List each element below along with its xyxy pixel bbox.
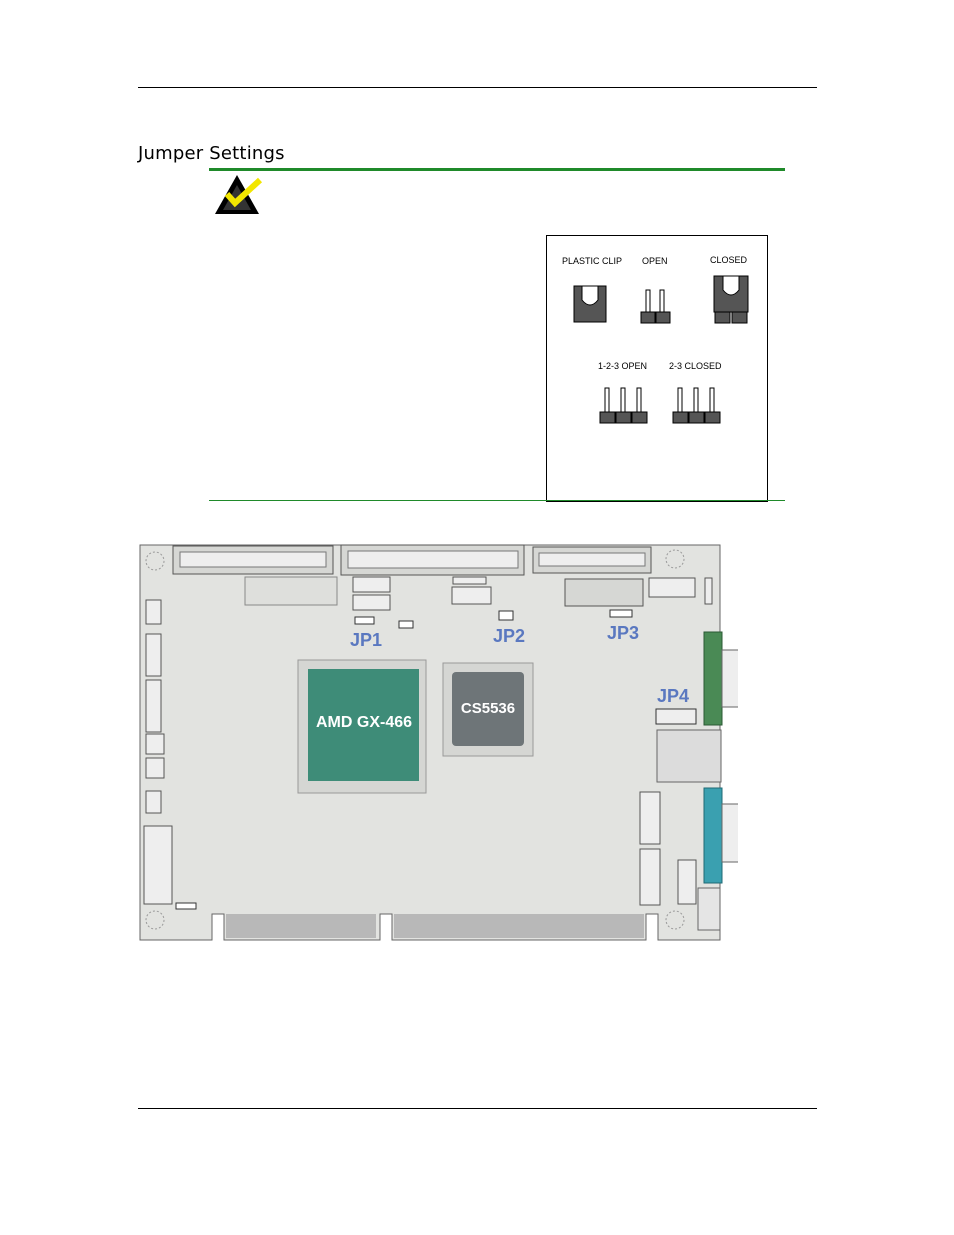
chipset-label: CS5536 bbox=[461, 700, 515, 717]
jumper-closed-icon bbox=[713, 275, 749, 324]
power-connector bbox=[143, 825, 173, 905]
chipset-chip: CS5536 bbox=[442, 662, 534, 757]
header-block bbox=[452, 576, 487, 585]
jp3-jumper bbox=[609, 609, 633, 618]
header-rule bbox=[138, 87, 817, 88]
jumper-3pin-open-icon bbox=[599, 387, 648, 424]
jp3-label: JP3 bbox=[607, 623, 639, 643]
legend-open-label: OPEN bbox=[642, 256, 668, 266]
header-block bbox=[564, 578, 644, 607]
usb-connector bbox=[639, 791, 661, 845]
ide-header-2 bbox=[340, 544, 525, 576]
mounting-hole bbox=[145, 551, 165, 571]
jumper-legend: PLASTIC CLIP OPEN CLOSED 1-2-3 OPEN 2-3 … bbox=[546, 235, 768, 502]
io-connector bbox=[697, 887, 721, 931]
ide-header-1 bbox=[172, 545, 334, 575]
legend-3pin-open-label: 1-2-3 OPEN bbox=[598, 361, 647, 371]
connector bbox=[145, 599, 162, 625]
board-layout-diagram: AMD GX-466 CS5536 JP1 JP2 JP3 JP4 bbox=[139, 544, 738, 941]
isa-edge-fingers bbox=[226, 914, 376, 938]
header-block bbox=[352, 576, 391, 593]
usb-connector bbox=[639, 848, 661, 906]
jumper-3pin-closed-icon bbox=[672, 387, 721, 424]
plastic-clip-icon bbox=[573, 285, 607, 323]
connector bbox=[677, 859, 697, 905]
cpu-label: AMD GX-466 bbox=[316, 714, 412, 731]
pcb-outline bbox=[139, 544, 721, 941]
connector bbox=[145, 679, 162, 733]
cpu-chip: AMD GX-466 bbox=[297, 659, 427, 794]
mounting-hole bbox=[665, 549, 685, 569]
ethernet-port bbox=[656, 729, 722, 783]
section-title: Jumper Settings bbox=[138, 143, 285, 164]
legend-3pin-closed-label: 2-3 CLOSED bbox=[669, 361, 722, 371]
header-block bbox=[451, 586, 492, 605]
mounting-hole bbox=[665, 910, 685, 930]
jp4-label: JP4 bbox=[657, 686, 689, 706]
fdd-header bbox=[532, 546, 652, 574]
connector bbox=[145, 757, 165, 779]
jumper-open-icon bbox=[640, 289, 671, 324]
mounting-hole bbox=[145, 910, 165, 930]
pin-header bbox=[244, 576, 338, 606]
jp2-label: JP2 bbox=[493, 626, 525, 646]
pci-edge-fingers bbox=[394, 914, 644, 938]
header-block bbox=[648, 577, 696, 598]
jp4-jumper bbox=[655, 708, 697, 725]
jumper-block bbox=[175, 902, 197, 910]
vga-port-connector bbox=[703, 787, 723, 884]
header-block bbox=[704, 577, 713, 605]
connector bbox=[145, 633, 162, 677]
serial-port-shell bbox=[721, 649, 738, 708]
jp2-jumper bbox=[498, 610, 514, 621]
checkmark-triangle-icon bbox=[215, 175, 263, 214]
jp1-jumper bbox=[354, 616, 375, 625]
legend-plastic-clip-label: PLASTIC CLIP bbox=[562, 256, 622, 266]
connector bbox=[145, 790, 162, 814]
legend-closed-label: CLOSED bbox=[710, 255, 748, 265]
jp1-label: JP1 bbox=[350, 630, 382, 650]
connector bbox=[145, 733, 165, 755]
note-bottom-rule bbox=[209, 500, 785, 501]
footer-rule bbox=[138, 1108, 817, 1109]
serial-port-connector bbox=[703, 631, 723, 726]
note-top-rule bbox=[209, 168, 785, 171]
header-block bbox=[352, 594, 391, 611]
vga-port-shell bbox=[721, 803, 738, 863]
jumper-block bbox=[398, 620, 414, 629]
